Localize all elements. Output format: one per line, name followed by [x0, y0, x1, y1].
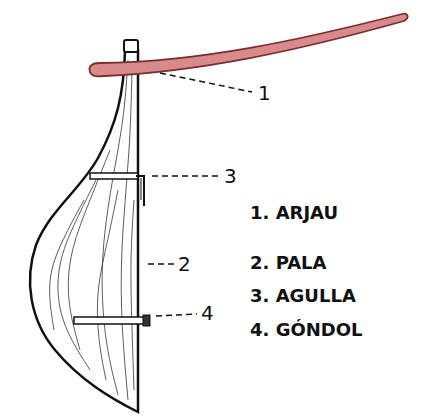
grain-stroke	[50, 200, 84, 330]
part-name: 2. PALA	[250, 253, 327, 273]
callout-number: 4	[201, 302, 214, 324]
grain-stroke	[131, 200, 134, 390]
callout-number: 3	[224, 165, 237, 187]
arjau-stick	[89, 14, 407, 77]
gondol	[74, 315, 150, 326]
agulla	[90, 173, 144, 206]
grain-stroke	[102, 60, 128, 395]
callout-number: 2	[178, 253, 191, 275]
grain-stroke	[97, 190, 118, 380]
callout-number: 1	[258, 82, 271, 104]
grain-stroke	[58, 180, 96, 370]
grain-stroke	[121, 70, 132, 400]
pala-peg	[124, 40, 138, 52]
part-name: 3. AGULLA	[250, 286, 356, 306]
pala-body	[30, 50, 138, 412]
wood-grain	[50, 60, 134, 400]
part-name: 4. GÓNDOL	[250, 320, 362, 340]
part-name: 1. ARJAU	[250, 203, 338, 223]
leader-lines	[148, 73, 252, 316]
